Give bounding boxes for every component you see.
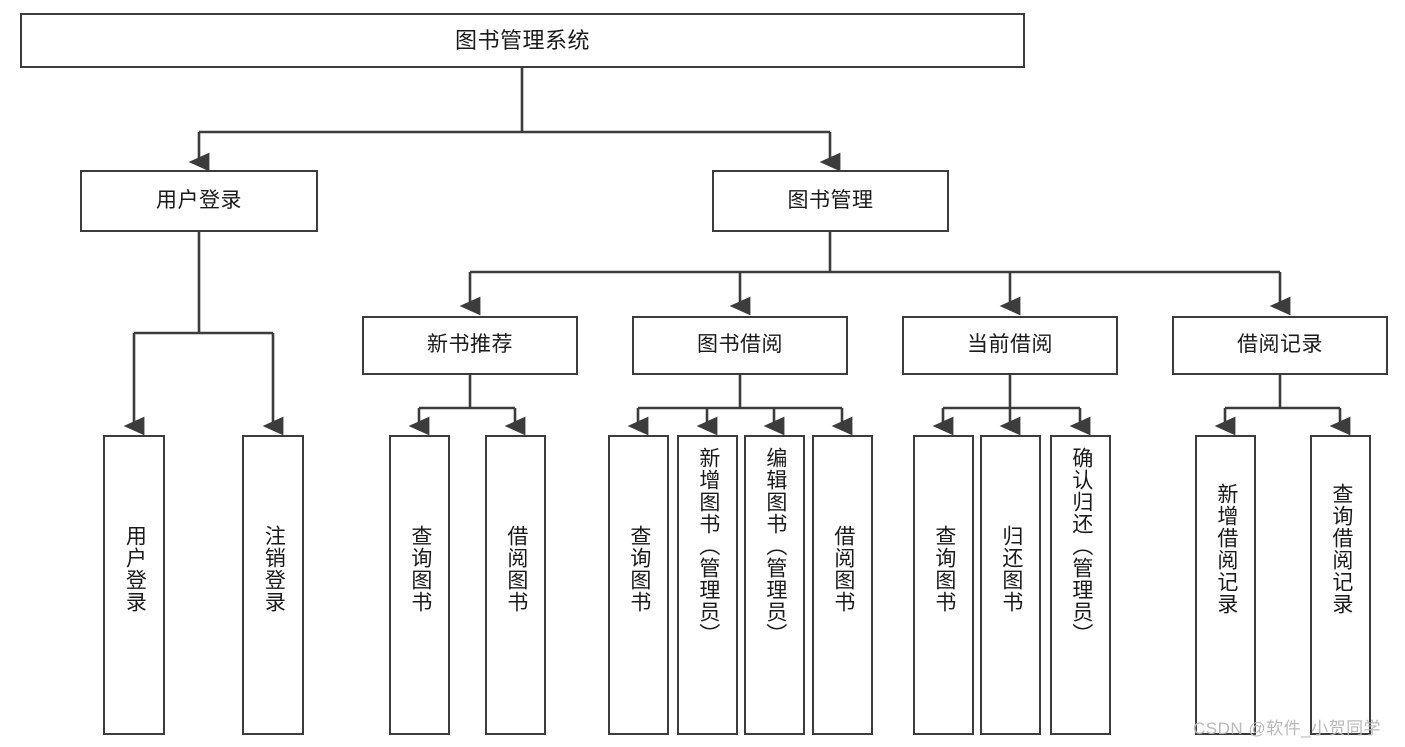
node-book-borrow-label: 图书借阅: [697, 333, 783, 357]
node-leaf-borrow-book-2-label: 借阅图书: [831, 525, 855, 613]
node-leaf-add-book[interactable]: 新增图书（管理员）: [677, 435, 738, 735]
node-leaf-query-book-2-label: 查询图书: [627, 525, 651, 613]
node-leaf-borrow-book-1-label: 借阅图书: [504, 525, 528, 613]
node-leaf-query-book-3[interactable]: 查询图书: [913, 435, 974, 735]
node-leaf-user-login-label: 用户登录: [123, 525, 147, 613]
node-user-login[interactable]: 用户登录: [80, 170, 318, 232]
node-leaf-logout[interactable]: 注销登录: [242, 435, 304, 735]
node-leaf-add-record[interactable]: 新增借阅记录: [1195, 435, 1256, 735]
node-leaf-user-login[interactable]: 用户登录: [103, 435, 165, 735]
node-leaf-query-book-1[interactable]: 查询图书: [389, 435, 450, 735]
node-current-borrow[interactable]: 当前借阅: [902, 316, 1118, 375]
node-leaf-edit-book-label: 编辑图书（管理员）: [763, 447, 787, 645]
node-leaf-confirm-return-label: 确认归还（管理员）: [1069, 447, 1093, 645]
csdn-watermark: CSDN @软件_小贺同学: [1193, 719, 1382, 738]
node-book-manage[interactable]: 图书管理: [712, 170, 949, 232]
node-new-book-rec-label: 新书推荐: [427, 333, 513, 357]
node-leaf-add-book-label: 新增图书（管理员）: [696, 447, 720, 645]
node-leaf-query-book-1-label: 查询图书: [408, 525, 432, 613]
node-root-label: 图书管理系统: [454, 27, 590, 53]
node-book-manage-label: 图书管理: [787, 188, 874, 212]
node-user-login-label: 用户登录: [156, 188, 242, 212]
node-leaf-add-record-label: 新增借阅记录: [1214, 483, 1238, 615]
node-leaf-confirm-return[interactable]: 确认归还（管理员）: [1050, 435, 1111, 735]
node-leaf-query-book-2[interactable]: 查询图书: [608, 435, 669, 735]
node-root[interactable]: 图书管理系统: [20, 13, 1025, 68]
node-leaf-query-book-3-label: 查询图书: [932, 525, 956, 613]
node-leaf-return-book-label: 归还图书: [999, 525, 1023, 613]
node-current-borrow-label: 当前借阅: [967, 333, 1053, 357]
node-leaf-edit-book[interactable]: 编辑图书（管理员）: [744, 435, 805, 735]
node-leaf-query-record[interactable]: 查询借阅记录: [1310, 435, 1371, 735]
node-book-borrow[interactable]: 图书借阅: [632, 316, 848, 375]
node-leaf-borrow-book-2[interactable]: 借阅图书: [812, 435, 873, 735]
node-leaf-query-record-label: 查询借阅记录: [1329, 483, 1353, 615]
node-leaf-logout-label: 注销登录: [262, 525, 286, 613]
node-leaf-return-book[interactable]: 归还图书: [980, 435, 1041, 735]
node-leaf-borrow-book-1[interactable]: 借阅图书: [485, 435, 546, 735]
node-borrow-record[interactable]: 借阅记录: [1172, 316, 1388, 375]
node-new-book-rec[interactable]: 新书推荐: [362, 316, 578, 375]
node-borrow-record-label: 借阅记录: [1237, 333, 1323, 357]
